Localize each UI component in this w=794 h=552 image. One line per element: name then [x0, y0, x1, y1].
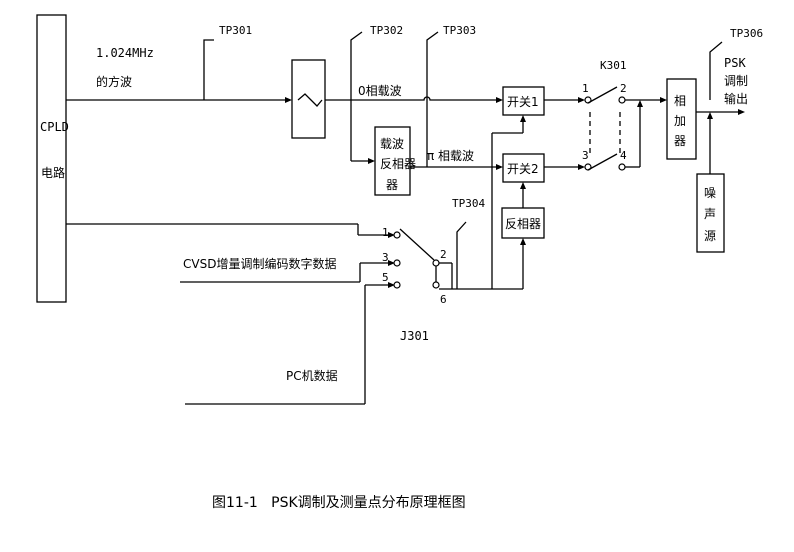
bandpass-filter-block: [291, 59, 326, 139]
switch1-block: [502, 86, 545, 116]
carrier-0-label: 0相载波: [358, 84, 402, 98]
tp301-probe: [203, 39, 214, 100]
arrow-into-j301-pin5: [388, 282, 395, 288]
arrow-into-relay-1: [578, 97, 585, 103]
pc-label: PC机数据: [286, 368, 338, 383]
adder-label-3: 器: [674, 134, 686, 148]
j301-pin1-label: 1: [382, 226, 389, 239]
j301-pin-2: [432, 259, 440, 267]
j301-pin-3: [393, 259, 401, 267]
jumper-label: J301: [400, 329, 429, 343]
arrow-into-carrier-inverter: [368, 158, 375, 164]
arrow-into-adder: [660, 97, 667, 103]
arrow-into-j301-pin3: [388, 260, 395, 266]
arrow-psk-output: [738, 109, 745, 115]
tp304-label: TP304: [452, 197, 485, 210]
output-label-1: PSK: [724, 56, 746, 70]
arrow-into-inverter: [520, 238, 526, 245]
frequency-label: 1.024MHz: [96, 46, 154, 60]
arrow-into-switch2-bottom: [520, 182, 526, 189]
relay-pin-4: [618, 163, 626, 171]
carrier-inverter-block: [374, 126, 411, 196]
switch2-label: 开关2: [507, 162, 539, 176]
j301-pin-6: [432, 281, 440, 289]
adder-label-2: 加: [674, 114, 686, 128]
output-label-3: 输出: [724, 91, 748, 106]
arrow-pin4-up: [637, 100, 643, 107]
tp303-probe: [426, 31, 439, 167]
noise-source-block: [696, 173, 725, 253]
cpld-label-1: CPLD: [40, 120, 69, 134]
tp306-probe: [709, 41, 723, 100]
cvsd-label: CVSD增量调制编码数字数据: [183, 256, 336, 271]
carrier-pi-label: π 相载波: [427, 149, 474, 163]
switch1-label: 开关1: [507, 95, 539, 109]
adder-block: [666, 78, 697, 160]
tp303-label: TP303: [443, 24, 476, 37]
j301-jumper-link: [399, 228, 435, 261]
j301-pin-5: [393, 281, 401, 289]
relay-label: K301: [600, 59, 627, 72]
arrow-into-filter: [285, 97, 292, 103]
relay-contact-lower: [587, 153, 618, 171]
tp301-label: TP301: [219, 24, 252, 37]
inverter-label: 反相器: [505, 217, 541, 231]
cpld-block: [36, 14, 67, 303]
relay-pin4-label: 4: [620, 149, 627, 162]
arrow-into-switch2: [496, 164, 503, 170]
arrow-into-switch1: [496, 97, 503, 103]
relay-pin2-label: 2: [620, 82, 627, 95]
output-label-2: 调制: [724, 74, 748, 88]
carrier-inverter-label-2: 反相器: [380, 157, 416, 171]
carrier-inverter-label-3: 器: [386, 178, 398, 192]
tp302-label: TP302: [370, 24, 403, 37]
tp302-probe: [350, 31, 363, 100]
adder-label-1: 相: [674, 94, 686, 108]
j301-pin3-label: 3: [382, 251, 389, 264]
relay-pin1-label: 1: [582, 82, 589, 95]
noise-label-1: 噪: [704, 186, 716, 200]
j301-pin-1: [393, 231, 401, 239]
arrow-into-relay-3: [578, 164, 585, 170]
relay-pin-2: [618, 96, 626, 104]
tp304-probe: [456, 221, 467, 289]
filter-wave-icon: [297, 93, 323, 107]
square-wave-label: 的方波: [96, 74, 132, 89]
carrier-inverter-label-1: 载波: [380, 137, 404, 151]
relay-contact-upper: [587, 86, 618, 104]
arrow-into-switch1-bottom: [520, 115, 526, 122]
noise-label-2: 声: [704, 207, 716, 221]
j301-pin2-label: 2: [440, 248, 447, 261]
j301-pin6-label: 6: [440, 293, 447, 306]
switch2-block: [502, 153, 545, 183]
relay-pin3-label: 3: [582, 149, 589, 162]
arrow-into-j301-pin1: [388, 232, 395, 238]
arrow-noise-up: [707, 112, 713, 119]
tp306-label: TP306: [730, 27, 763, 40]
figure-caption: 图11-1 PSK调制及测量点分布原理框图: [212, 495, 466, 511]
j301-pin5-label: 5: [382, 271, 389, 284]
noise-label-3: 源: [704, 229, 716, 243]
cpld-label-2: 电路: [41, 165, 65, 180]
